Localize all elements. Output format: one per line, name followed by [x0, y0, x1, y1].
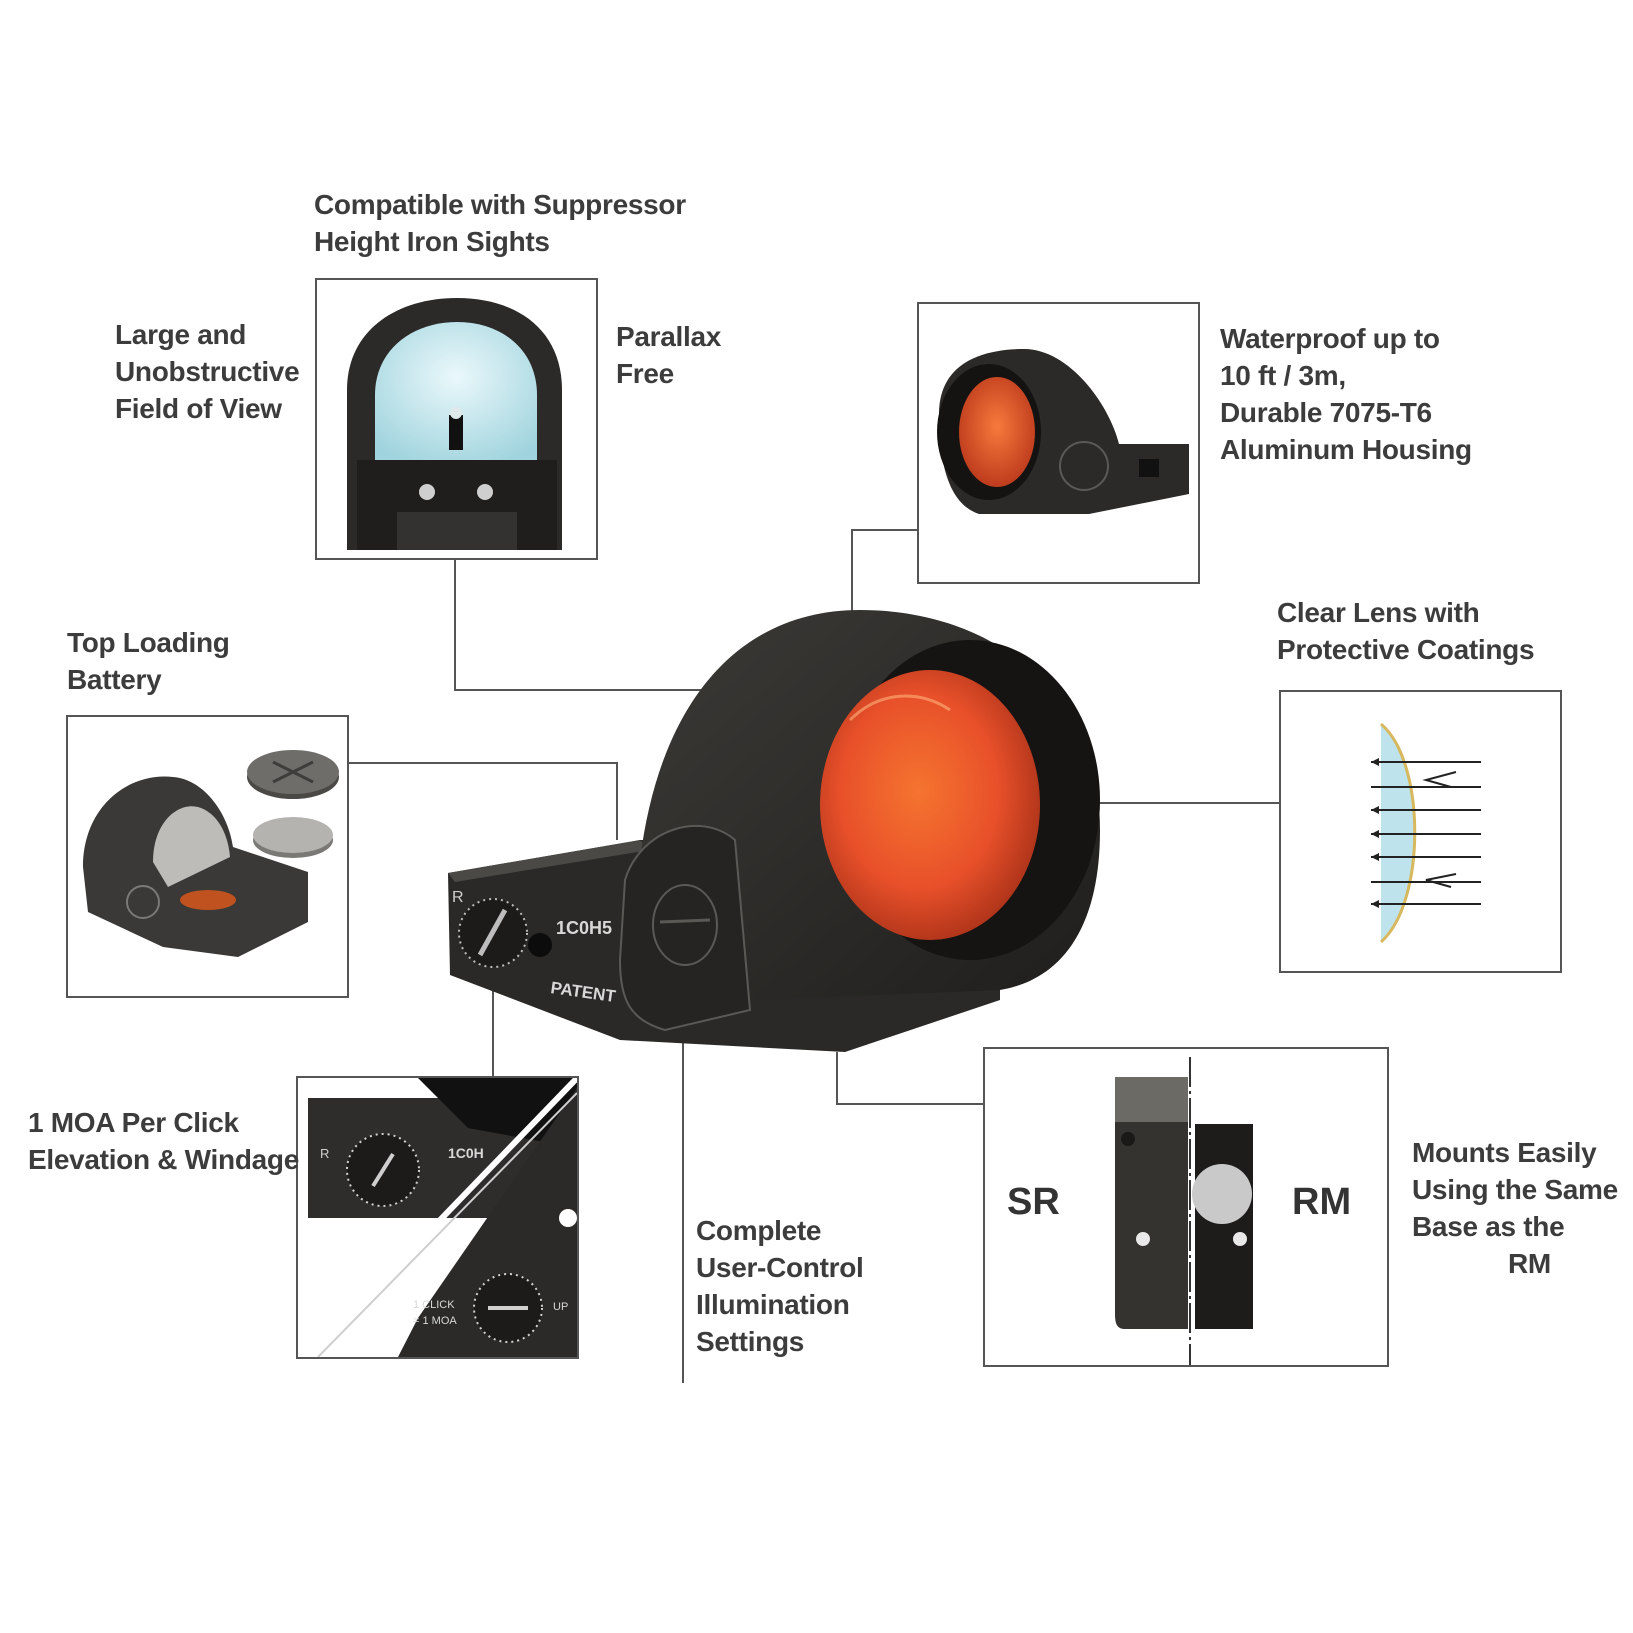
mount-compare-image [1115, 1057, 1253, 1365]
lens-coating-box [1279, 690, 1562, 973]
front-view-box [315, 278, 598, 560]
dials-marking-click-1: 1 CLICK [413, 1299, 455, 1311]
front-view-image [347, 298, 562, 550]
callout-mounts: Mounts Easily Using the Same Base as the… [1412, 1137, 1618, 1279]
waterproof-housing-image [937, 349, 1189, 514]
adjustment-dials-image: 1C0H R 1 CLICK = 1 MOA UP [298, 1078, 577, 1357]
marking-dial-letter: R [452, 889, 464, 906]
dial-hole [528, 933, 552, 957]
callout-parallax: Parallax Free [616, 321, 722, 389]
callout-battery: Top Loading Battery [67, 627, 230, 695]
sight-base-top [448, 840, 650, 882]
callout-clear-lens: Clear Lens with Protective Coatings [1277, 597, 1535, 665]
lens-coating-diagram [1371, 722, 1481, 944]
battery-box [66, 715, 349, 998]
adjustment-dials-box: 1C0H R 1 CLICK = 1 MOA UP [296, 1076, 579, 1359]
callout-suppressor: Compatible with Suppressor Height Iron S… [314, 189, 686, 257]
waterproof-housing-box [917, 302, 1200, 584]
mount-compare-box: SR RM [983, 1047, 1389, 1367]
mount-label-rm: RM [1292, 1181, 1352, 1223]
battery-image [83, 750, 339, 957]
leader-suppressor [454, 559, 708, 691]
leader-battery [348, 762, 618, 840]
callout-moa: 1 MOA Per Click Elevation & Windage [28, 1107, 299, 1175]
dials-marking-click-2: = 1 MOA [413, 1315, 457, 1327]
illumination-button [618, 824, 752, 1032]
callout-waterproof: Waterproof up to 10 ft / 3m, Durable 707… [1220, 323, 1472, 465]
mount-label-sr: SR [1007, 1181, 1060, 1223]
leader-mounts [836, 1052, 983, 1105]
callout-illumination: Complete User-Control Illumination Setti… [696, 1215, 864, 1357]
marking-serial: 1C0H5 [556, 918, 612, 938]
dials-marking-serial: 1C0H [448, 1145, 484, 1161]
dials-marking-up: UP [553, 1301, 568, 1313]
dials-marking-letter: R [320, 1146, 329, 1161]
lens-glass [820, 670, 1040, 940]
callout-field-of-view: Large and Unobstructive Field of View [115, 319, 300, 424]
